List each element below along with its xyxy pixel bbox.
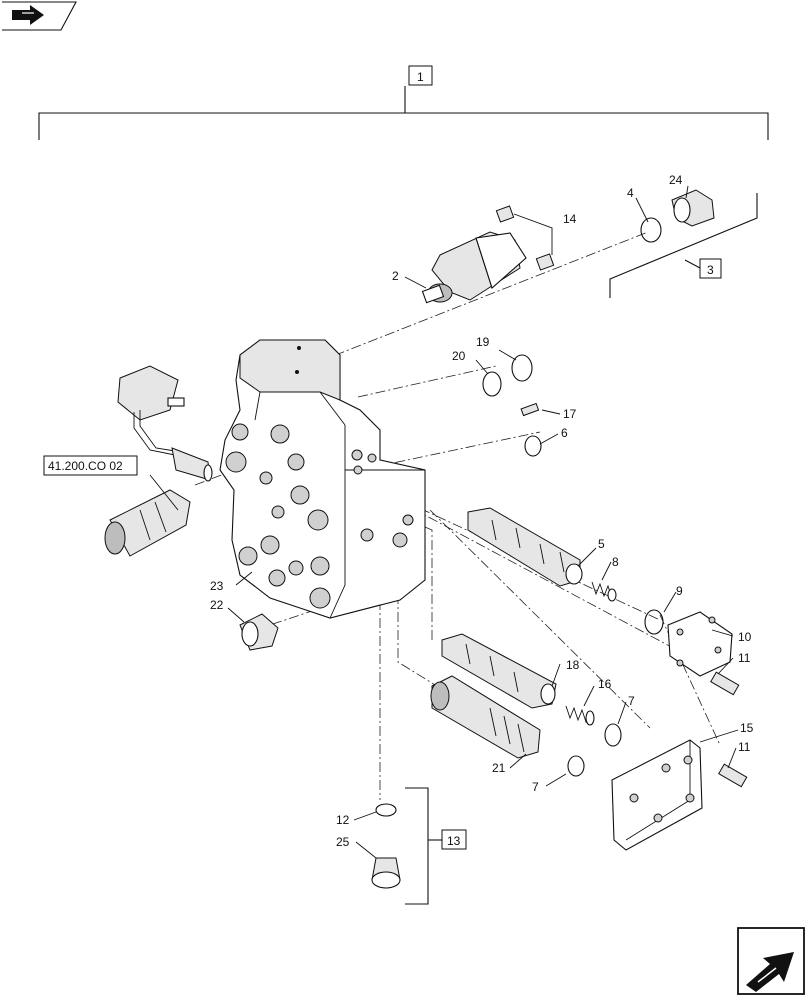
callout-21: 21 bbox=[492, 761, 506, 775]
callout-16: 16 bbox=[598, 677, 612, 691]
callout-9: 9 bbox=[676, 584, 683, 598]
spool-5 bbox=[467, 507, 583, 587]
leader-lines bbox=[149, 185, 739, 859]
callout-19: 19 bbox=[476, 335, 490, 349]
callout-11-lower: 11 bbox=[738, 740, 751, 754]
o-ring-7-lower bbox=[567, 755, 585, 777]
assembly-bracket-1: 1 bbox=[38, 65, 769, 140]
screw-17 bbox=[520, 402, 540, 417]
callout-12: 12 bbox=[336, 813, 350, 827]
callout-4: 4 bbox=[627, 186, 634, 200]
callout-17: 17 bbox=[563, 407, 577, 421]
callout-2: 2 bbox=[392, 269, 399, 283]
plug-25 bbox=[371, 857, 401, 889]
screws-14 bbox=[495, 205, 555, 271]
callout-7-upper: 7 bbox=[628, 694, 635, 708]
plug-24 bbox=[671, 189, 715, 227]
pressure-sensor bbox=[117, 365, 213, 482]
callout-5: 5 bbox=[598, 537, 605, 551]
o-ring-7-upper bbox=[604, 723, 622, 747]
callout-3: 3 bbox=[707, 263, 714, 277]
solenoid-2 bbox=[421, 231, 527, 304]
callout-7-lower: 7 bbox=[532, 780, 539, 794]
callout-10: 10 bbox=[738, 630, 752, 644]
next-arrow-icon bbox=[746, 952, 794, 992]
screw-11-lower bbox=[718, 763, 748, 788]
next-navigation-button[interactable] bbox=[737, 927, 805, 995]
callout-18: 18 bbox=[566, 658, 580, 672]
bracket-3: 3 bbox=[609, 193, 758, 298]
callout-24: 24 bbox=[669, 173, 683, 187]
callout-8: 8 bbox=[612, 555, 619, 569]
valve-body bbox=[219, 339, 426, 619]
bracket-13: 13 bbox=[405, 787, 467, 905]
back-arrow-icon bbox=[12, 5, 44, 25]
o-ring-9 bbox=[644, 609, 664, 635]
callout-25: 25 bbox=[336, 835, 350, 849]
plug-22 bbox=[239, 613, 279, 651]
callout-20: 20 bbox=[452, 349, 466, 363]
callout-15: 15 bbox=[740, 721, 754, 735]
callout-23: 23 bbox=[210, 579, 224, 593]
cartridge-21 bbox=[430, 675, 541, 759]
reference-label: 41.200.CO 02 bbox=[48, 459, 123, 473]
spring-8 bbox=[591, 581, 617, 602]
callouts: 2 4 24 14 19 20 17 6 5 8 9 10 11 18 16 7… bbox=[210, 173, 754, 849]
callout-13: 13 bbox=[447, 834, 461, 848]
callout-22: 22 bbox=[210, 598, 224, 612]
callout-1: 1 bbox=[417, 70, 424, 84]
callout-6: 6 bbox=[561, 426, 568, 440]
o-ring-6 bbox=[524, 435, 542, 457]
callout-11-upper: 11 bbox=[738, 651, 751, 665]
spring-16 bbox=[565, 705, 595, 726]
screw-11-upper bbox=[710, 671, 740, 696]
cover-10 bbox=[667, 611, 733, 677]
callout-14: 14 bbox=[563, 212, 577, 226]
reference-link-41-200-co-02[interactable]: 41.200.CO 02 bbox=[43, 455, 138, 476]
o-ring-12 bbox=[375, 803, 397, 817]
cover-plate-15 bbox=[611, 739, 703, 851]
o-ring-4 bbox=[640, 217, 662, 243]
solenoid-valve-cartridge bbox=[104, 489, 191, 557]
spool-18 bbox=[441, 633, 557, 709]
back-navigation-button[interactable] bbox=[2, 1, 77, 31]
o-ring-19 bbox=[511, 354, 533, 382]
o-ring-20 bbox=[482, 371, 502, 397]
